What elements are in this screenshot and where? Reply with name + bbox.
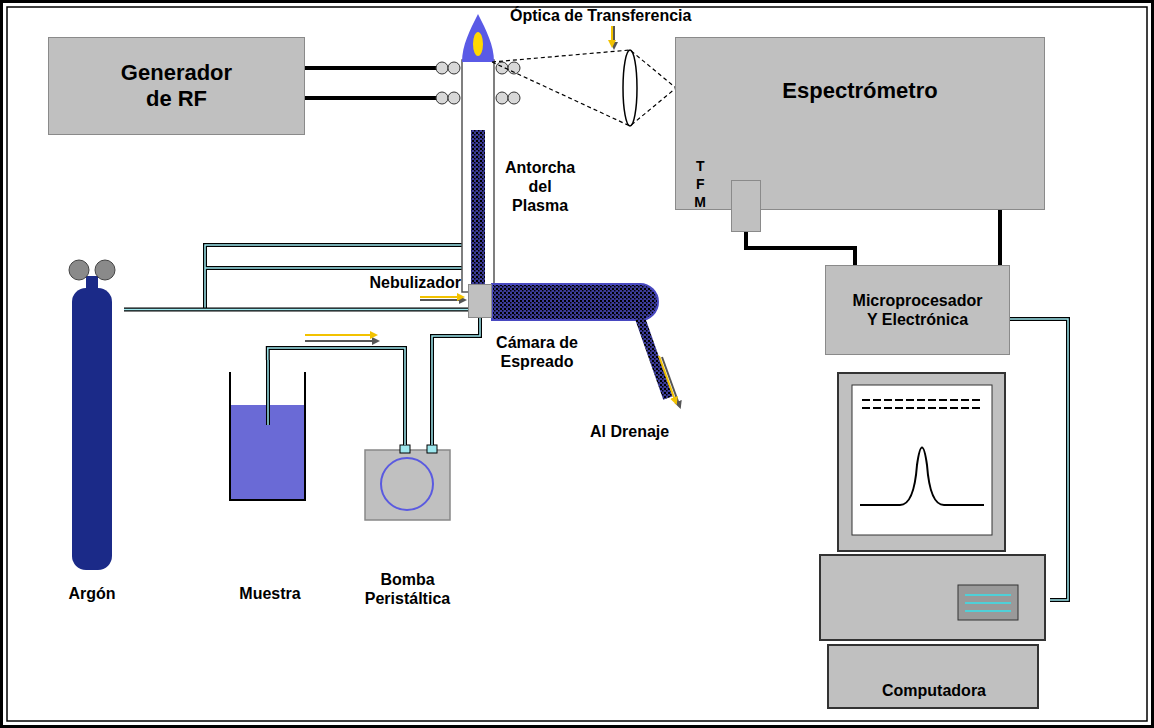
connector-line xyxy=(124,308,468,312)
connector-line xyxy=(432,318,480,445)
pointer-arrow xyxy=(613,26,615,48)
node-label: Nebulizador xyxy=(369,273,461,292)
argon-node: Argón xyxy=(60,255,124,605)
connector-line xyxy=(998,210,1002,265)
cylinder-valve xyxy=(95,260,115,280)
aerosol-column xyxy=(471,130,485,300)
sample-tube xyxy=(266,360,270,425)
pointer-arrow xyxy=(420,299,465,301)
rf-coil xyxy=(436,62,448,74)
frame xyxy=(7,7,1147,721)
screen-lines xyxy=(862,399,982,401)
connector-core xyxy=(268,348,405,445)
connector-line xyxy=(1010,319,1068,600)
rf-lead xyxy=(305,96,438,100)
pointer-arrow xyxy=(611,26,613,46)
lens xyxy=(623,50,637,126)
node-label: Computadora xyxy=(882,681,986,700)
node-label: Generador de RF xyxy=(112,60,242,113)
pump-body xyxy=(365,450,450,520)
screen-lines xyxy=(862,407,982,409)
disk-drive xyxy=(958,585,1018,620)
pump-rotor xyxy=(381,458,433,510)
sample-node: Muestra xyxy=(215,360,325,605)
drain-tube xyxy=(640,318,668,398)
rf-lead xyxy=(305,66,438,70)
connector xyxy=(432,318,480,445)
connector-core xyxy=(432,318,480,445)
node-label: Espectrómetro xyxy=(782,78,937,104)
cylinder-valve xyxy=(69,260,89,280)
rf-coil xyxy=(496,92,508,104)
connector xyxy=(1000,210,1001,265)
connector xyxy=(124,309,468,310)
flow-arrow xyxy=(662,357,680,407)
keyboard-base xyxy=(828,645,1038,708)
node-label: T F M xyxy=(694,157,706,212)
rf-coil xyxy=(508,92,520,104)
photomultiplier-box: T F M xyxy=(731,180,761,232)
screen xyxy=(852,385,992,535)
microprocessor-box: Microprocesador Y Electrónica xyxy=(825,265,1010,355)
flow-arrow xyxy=(305,334,376,336)
node-label: Argón xyxy=(68,584,115,603)
plasma-core xyxy=(473,32,483,56)
rf-coil xyxy=(436,92,448,104)
sample-tube xyxy=(267,360,269,425)
chamber-label: Cámara de Espreado xyxy=(487,333,587,371)
connector xyxy=(1010,319,1068,600)
connector-core xyxy=(1010,319,1068,600)
monitor xyxy=(838,373,1005,551)
rf-coil xyxy=(448,92,460,104)
nebulizer-box: Nebulizador xyxy=(468,284,492,318)
drain-label: Al Drenaje xyxy=(590,422,669,441)
computer-case xyxy=(820,555,1045,640)
light-path xyxy=(492,50,676,126)
plasma-flame xyxy=(462,14,494,62)
pump-port xyxy=(427,445,437,453)
flow-arrow xyxy=(659,356,676,403)
node-label: Muestra xyxy=(239,584,300,603)
computer-node: Computadora xyxy=(818,370,1050,710)
node-label: Microprocesador Y Electrónica xyxy=(853,291,983,329)
node-label: Bomba Peristáltica xyxy=(345,570,470,608)
flow-arrow xyxy=(305,340,378,342)
spray-chamber xyxy=(492,284,658,320)
torch-label: Antorcha del Plasma xyxy=(505,158,575,216)
emission-peak xyxy=(860,448,984,506)
pump-port xyxy=(400,445,410,453)
connector-core xyxy=(124,309,468,311)
connector xyxy=(746,232,855,265)
connector-line xyxy=(746,232,855,265)
connector-line xyxy=(268,348,405,445)
disk-slots xyxy=(965,595,1011,611)
rf-generator-box: Generador de RF xyxy=(48,37,305,135)
pump-node: Bomba Peristáltica xyxy=(340,445,475,610)
argon-cylinder xyxy=(72,288,112,570)
rf-coil xyxy=(448,62,460,74)
pointer-arrow xyxy=(420,296,463,298)
optics-label: Óptica de Transferencia xyxy=(510,6,691,25)
connector xyxy=(268,348,405,445)
